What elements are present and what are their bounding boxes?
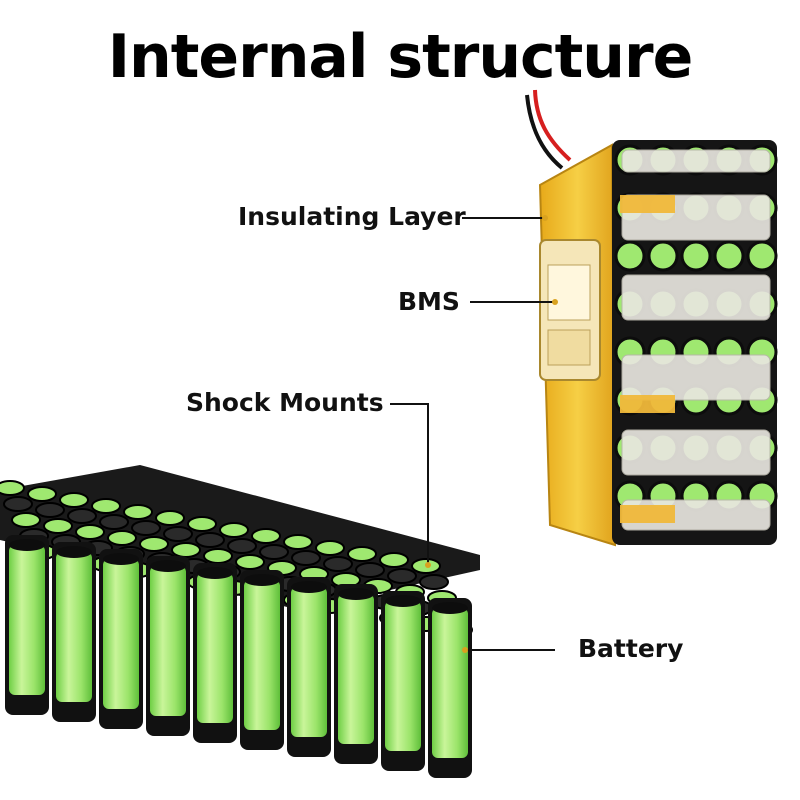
cell-top bbox=[355, 562, 385, 578]
cell-cap bbox=[56, 546, 92, 558]
cell-top bbox=[379, 552, 409, 568]
red-wire bbox=[533, 89, 572, 162]
cell-top bbox=[251, 528, 281, 544]
insulation-tape bbox=[620, 195, 675, 213]
leader-shock bbox=[390, 403, 429, 565]
cell-cap bbox=[385, 595, 421, 607]
cell-end bbox=[746, 240, 778, 272]
cell-cap bbox=[338, 588, 374, 600]
label-bms: BMS bbox=[398, 287, 460, 316]
cell-top bbox=[171, 542, 201, 558]
cell-side bbox=[150, 566, 186, 716]
label-shock-mounts: Shock Mounts bbox=[186, 388, 384, 417]
cell-top bbox=[43, 518, 73, 534]
cell-top bbox=[99, 514, 129, 530]
upright-pack bbox=[525, 89, 778, 547]
cell-top bbox=[387, 568, 417, 584]
cell-top bbox=[283, 534, 313, 550]
cell-cap bbox=[432, 602, 468, 614]
cell-cap bbox=[103, 553, 139, 565]
cell-cap bbox=[9, 539, 45, 551]
cell-top bbox=[27, 486, 57, 502]
insulation-tape bbox=[620, 395, 675, 413]
cell-top bbox=[419, 574, 449, 590]
cell-side bbox=[56, 552, 92, 702]
cell-side bbox=[338, 594, 374, 744]
cell-top bbox=[0, 480, 25, 496]
cell-side bbox=[103, 559, 139, 709]
cell-top bbox=[259, 544, 289, 560]
cell-top bbox=[123, 504, 153, 520]
cell-top bbox=[219, 522, 249, 538]
cell-cap bbox=[150, 560, 186, 572]
nickel-strip bbox=[621, 274, 771, 321]
cell-top bbox=[75, 524, 105, 540]
cell-end bbox=[614, 240, 646, 272]
cell-side bbox=[291, 587, 327, 737]
black-wire bbox=[525, 94, 564, 170]
cell-top bbox=[203, 548, 233, 564]
cell-top bbox=[11, 512, 41, 528]
nickel-strip bbox=[621, 149, 771, 173]
cell-top bbox=[35, 502, 65, 518]
cell-top bbox=[347, 546, 377, 562]
cell-side bbox=[385, 601, 421, 751]
page-title: Internal structure bbox=[107, 22, 694, 92]
cell-top bbox=[163, 526, 193, 542]
cell-top bbox=[3, 496, 33, 512]
cell-side bbox=[432, 608, 468, 758]
cell-top bbox=[155, 510, 185, 526]
cell-top bbox=[291, 550, 321, 566]
cell-cap bbox=[244, 574, 280, 586]
cell-side bbox=[9, 545, 45, 695]
cell-cap bbox=[291, 581, 327, 593]
leader-lines bbox=[390, 215, 558, 653]
nickel-strip bbox=[621, 429, 771, 476]
cell-top bbox=[187, 516, 217, 532]
cell-top bbox=[59, 492, 89, 508]
cell-side bbox=[197, 573, 233, 723]
cell-top bbox=[227, 538, 257, 554]
cell-end bbox=[647, 240, 679, 272]
cell-side bbox=[244, 580, 280, 730]
cell-top bbox=[131, 520, 161, 536]
nickel-strip bbox=[621, 354, 771, 401]
cell-top bbox=[107, 530, 137, 546]
cell-end bbox=[680, 240, 712, 272]
cell-top bbox=[195, 532, 225, 548]
cell-top bbox=[315, 540, 345, 556]
cell-top bbox=[91, 498, 121, 514]
cell-top bbox=[323, 556, 353, 572]
insulation-tape bbox=[620, 505, 675, 523]
cell-cap bbox=[197, 567, 233, 579]
label-battery: Battery bbox=[578, 634, 684, 663]
cell-top bbox=[67, 508, 97, 524]
cell-top bbox=[139, 536, 169, 552]
lying-pack bbox=[0, 465, 480, 778]
cell-top bbox=[235, 554, 265, 570]
cell-end bbox=[713, 240, 745, 272]
label-insulating-layer: Insulating Layer bbox=[238, 202, 466, 231]
